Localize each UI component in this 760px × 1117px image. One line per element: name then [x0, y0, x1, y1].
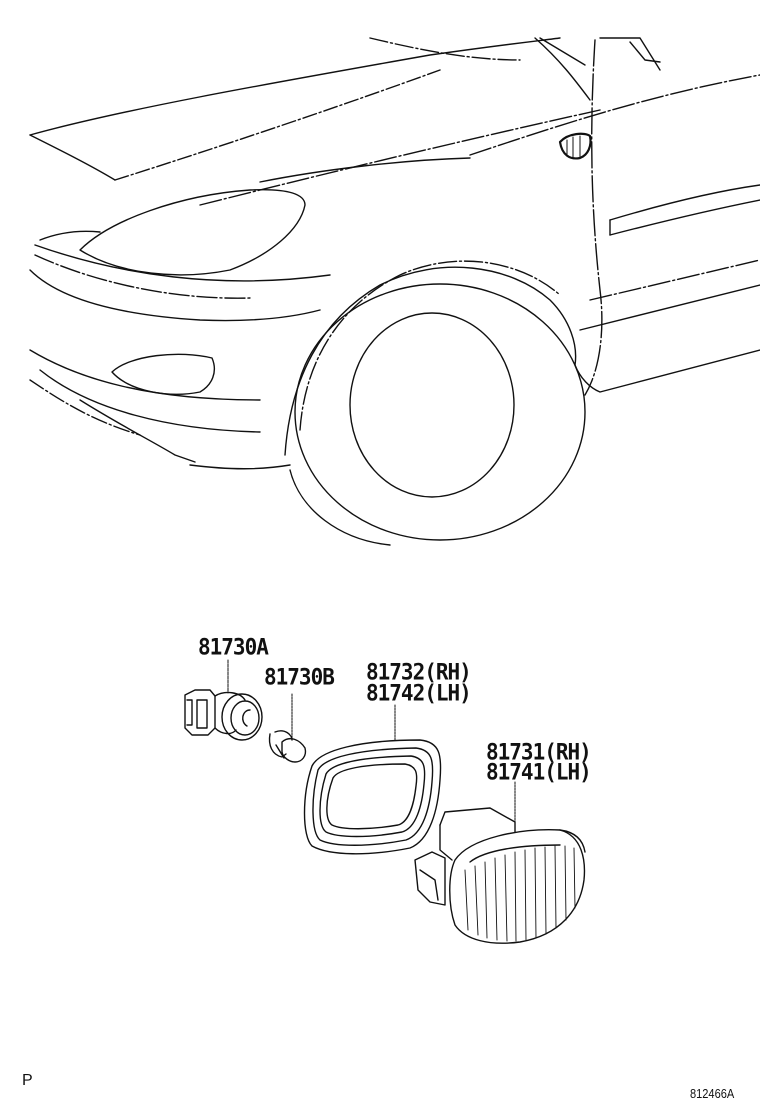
- fender-side-lamp-location: [560, 134, 591, 159]
- illustration-id: 812466A: [690, 1086, 735, 1101]
- part-label-81742-lh: 81742(LH): [366, 680, 472, 706]
- part-label-81741-lh: 81741(LH): [486, 759, 592, 785]
- part-label-81730A: 81730A: [198, 634, 269, 660]
- page-marker: P: [22, 1072, 33, 1089]
- bulb-81730B: [270, 731, 306, 762]
- socket-81730A: [185, 690, 262, 740]
- leader-lines: [228, 660, 515, 822]
- vehicle-illustration: [30, 38, 760, 545]
- part-label-81730B: 81730B: [264, 664, 335, 690]
- part-label-81732-rh: 81732(RH): [366, 659, 472, 685]
- part-label-81731-rh: 81731(RH): [486, 739, 592, 765]
- gasket-81732: [305, 740, 441, 854]
- lamp-81731: [415, 808, 585, 943]
